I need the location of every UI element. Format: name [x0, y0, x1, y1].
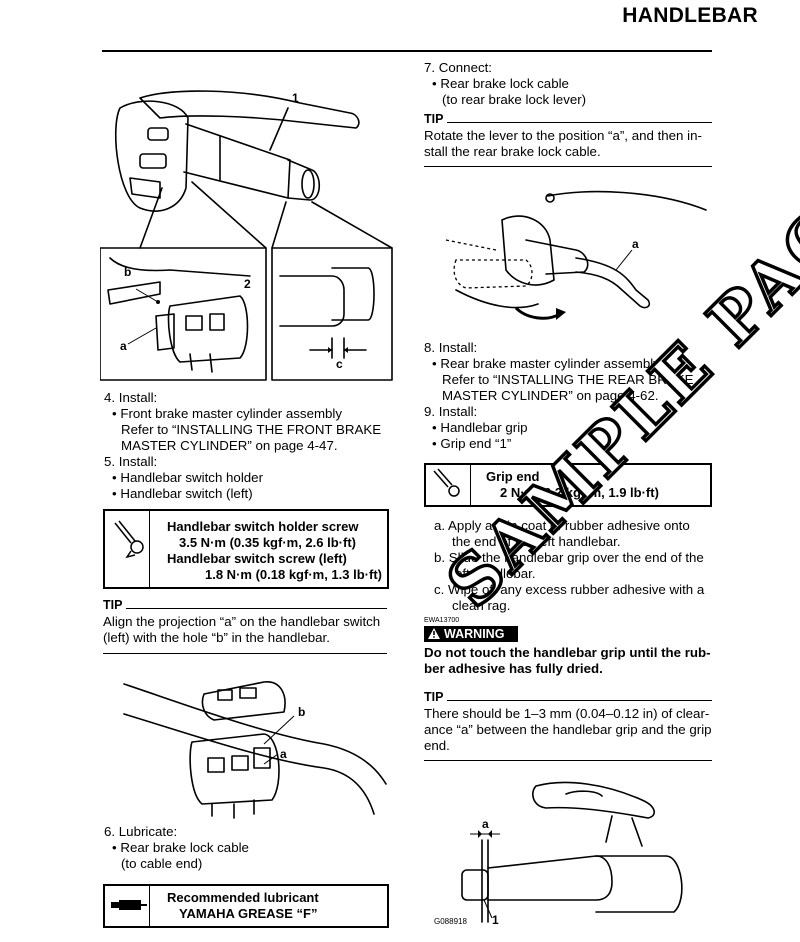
- warning-code: EWA13700: [424, 617, 460, 624]
- step8-heading: 8. Install:: [424, 340, 478, 355]
- step6-line2: (to cable end): [121, 856, 203, 871]
- step8-line3: MASTER CYLINDER” on page 4-62.: [442, 388, 659, 403]
- tip3-end-rule: [424, 760, 712, 761]
- handlebar-switch-figure: 1 2 b a c: [100, 90, 393, 381]
- step7-heading: 7. Connect:: [424, 60, 493, 75]
- spec1-line1: Handlebar switch holder screw: [167, 519, 359, 534]
- torque-wrench-icon: [114, 520, 144, 559]
- step7-line2: (to rear brake lock lever): [442, 92, 587, 107]
- fig1-label-1: 1: [292, 91, 299, 105]
- warning-label: WARNING: [444, 627, 505, 641]
- tip1-line2: (left) with the hole “b” in the handleba…: [103, 630, 330, 645]
- warning-line2: ber adhesive has fully dried.: [424, 661, 603, 676]
- step8-line1: • Rear brake master cylinder assembly: [432, 356, 660, 371]
- grease-icon-cell: [105, 886, 150, 926]
- header-rule: [102, 50, 712, 52]
- step5-heading: 5. Install:: [104, 454, 158, 469]
- torque-wrench-icon-cell: [105, 511, 150, 587]
- fig4-code: G088918: [434, 917, 467, 926]
- step6-line1: • Rear brake lock cable: [112, 840, 249, 855]
- spec1-line2: 3.5 N·m (0.35 kgf·m, 2.6 lb·ft): [179, 535, 356, 550]
- tip3-rule: [447, 700, 712, 701]
- warning-line1: Do not touch the handlebar grip until th…: [424, 645, 711, 660]
- spec1-line3: Handlebar switch screw (left): [167, 551, 347, 566]
- tip2-line2: stall the rear brake lock cable.: [424, 144, 601, 159]
- step4-line1: • Front brake master cylinder assembly: [112, 406, 343, 421]
- tip1-rule: [126, 608, 387, 609]
- tip1-line1: Align the projection “a” on the handleba…: [103, 614, 381, 629]
- tip2-end-rule: [424, 166, 712, 167]
- tip3-line2: ance “a” between the handlebar grip and …: [424, 722, 712, 737]
- page-title: HANDLEBAR: [622, 4, 758, 27]
- lubricant-spec-box: Recommended lubricant YAMAHA GREASE “F”: [103, 884, 389, 928]
- tip1-end-rule: [103, 653, 387, 654]
- step5-line1: • Handlebar switch holder: [112, 470, 263, 485]
- tip3-line1: There should be 1–3 mm (0.04–0.12 in) of…: [424, 706, 710, 721]
- substep-c-line1: c. Wipe off any excess rubber adhesive w…: [434, 582, 705, 597]
- substep-b-line2: left handlebar.: [452, 566, 536, 581]
- tip3-line3: end.: [424, 738, 450, 753]
- torque-wrench-icon-cell-2: [426, 465, 471, 505]
- step9-line2: • Grip end “1”: [432, 436, 512, 451]
- lube-line1: Recommended lubricant: [167, 890, 319, 905]
- fig4-label-a: a: [482, 817, 489, 831]
- step6-heading: 6. Lubricate:: [104, 824, 178, 839]
- warning-badge: WARNING: [424, 626, 518, 642]
- spec2-line2: 2 N·m (0.2 kgf·m, 1.9 lb·ft): [500, 485, 659, 500]
- fig1-label-c: c: [336, 357, 343, 371]
- fig2-label-a: a: [280, 747, 287, 761]
- warning-triangle-icon: [428, 628, 440, 639]
- step4-heading: 4. Install:: [104, 390, 158, 405]
- torque-wrench-icon: [433, 468, 460, 497]
- tip2-rule: [447, 122, 712, 123]
- substep-c-line2: clean rag.: [452, 598, 511, 613]
- switch-alignment-figure: b a: [123, 681, 387, 819]
- tip2-line1: Rotate the lever to the position “a”, an…: [424, 128, 702, 143]
- fig1-label-a: a: [120, 339, 127, 353]
- step9-line1: • Handlebar grip: [432, 420, 528, 435]
- substep-a-line1: a. Apply a thin coat of rubber adhesive …: [434, 518, 690, 533]
- torque-spec-box: Handlebar switch holder screw 3.5 N·m (0…: [103, 509, 389, 589]
- step5-line2: • Handlebar switch (left): [112, 486, 253, 501]
- step8-line2: Refer to “INSTALLING THE REAR BRAKE: [442, 372, 694, 387]
- substep-b-line1: b. Slide the handlebar grip over the end…: [434, 550, 704, 565]
- spec2-line1: Grip end: [486, 469, 540, 484]
- grip-clearance-figure: a 1 G088918: [434, 781, 683, 927]
- fig3-label-a: a: [632, 237, 639, 251]
- step9-heading: 9. Install:: [424, 404, 478, 419]
- brake-lock-lever-figure: a: [445, 190, 707, 320]
- tip3-label: TIP: [424, 690, 444, 704]
- grip-end-torque-box: Grip end 2 N·m (0.2 kgf·m, 1.9 lb·ft): [424, 463, 712, 507]
- grease-gun-icon: [111, 900, 147, 910]
- step7-line1: • Rear brake lock cable: [432, 76, 569, 91]
- tip1-label: TIP: [103, 598, 123, 612]
- fig4-label-1: 1: [492, 913, 499, 927]
- fig2-label-b: b: [298, 705, 305, 719]
- step4-line2: Refer to “INSTALLING THE FRONT BRAKE: [121, 422, 382, 437]
- step4-line3: MASTER CYLINDER” on page 4-47.: [121, 438, 338, 453]
- substep-a-line2: the end of the left handlebar.: [452, 534, 621, 549]
- tip2-label: TIP: [424, 112, 444, 126]
- fig1-label-b: b: [124, 265, 131, 279]
- spec1-line4: 1.8 N·m (0.18 kgf·m, 1.3 lb·ft): [205, 567, 382, 582]
- lube-line2: YAMAHA GREASE “F”: [179, 906, 318, 921]
- fig1-label-2: 2: [244, 277, 251, 291]
